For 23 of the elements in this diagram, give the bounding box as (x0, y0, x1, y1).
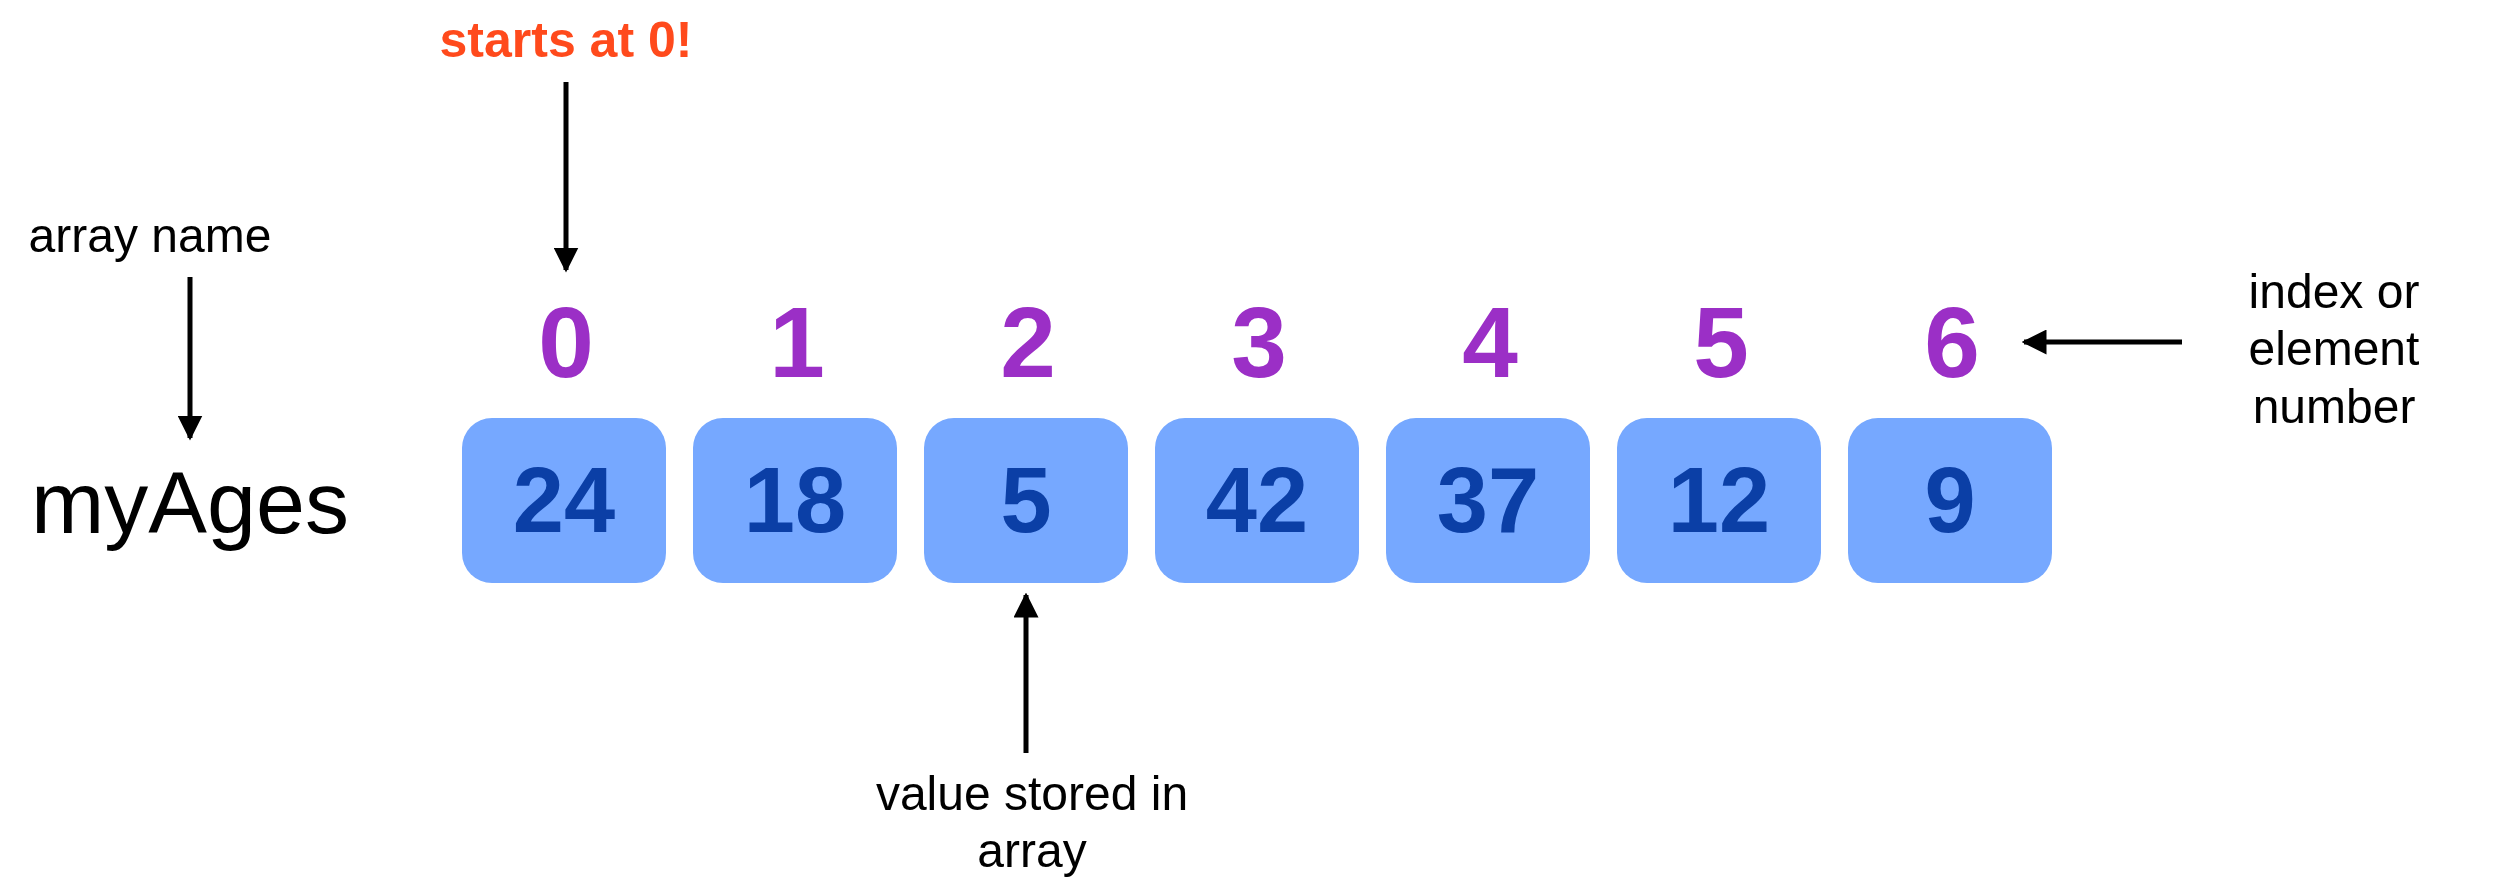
array-cell: 24 (462, 417, 666, 583)
array-name: myAges (20, 450, 360, 556)
arrow (553, 82, 579, 273)
array-cell: 9 (1848, 417, 2052, 583)
callout-text: starts at 0! (386, 10, 746, 70)
annotation-text: value stored in array (862, 764, 1202, 880)
arrow (177, 277, 203, 441)
array-cell: 18 (693, 417, 897, 583)
index-number: 6 (1892, 282, 2012, 402)
arrow (2021, 329, 2182, 355)
index-number: 2 (999, 285, 1057, 400)
annotation-text: index or element number (2194, 262, 2474, 436)
array-cell: 12 (1617, 417, 1821, 583)
arrow (1013, 592, 1039, 753)
index-number: 0 (506, 282, 626, 402)
index-number: 3 (1230, 285, 1288, 400)
array-cell: 5 (924, 417, 1128, 583)
array-cell: 42 (1155, 417, 1359, 583)
index-number: 1 (768, 285, 826, 400)
index-number: 5 (1692, 285, 1750, 400)
index-number: 4 (1461, 285, 1519, 400)
annotation-text: array name (0, 207, 300, 265)
array-cell: 37 (1386, 417, 1590, 583)
